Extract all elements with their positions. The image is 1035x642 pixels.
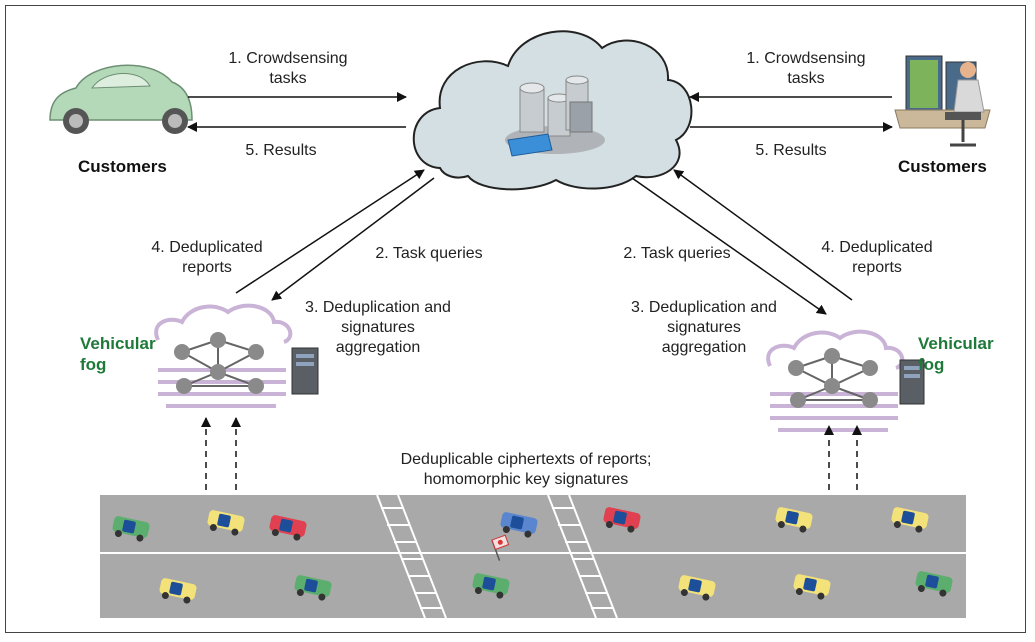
road-caption: Deduplicable ciphertexts of reports; hom… [400, 451, 652, 488]
database-icon [505, 75, 605, 157]
server-icon [291, 347, 319, 395]
diagram-frame [5, 5, 1026, 633]
car-icon [49, 64, 193, 134]
right-customers-label: Customers [898, 157, 987, 176]
road [100, 494, 966, 619]
crosswalk-left [376, 494, 447, 619]
left-results-label: 5. Results [245, 142, 317, 159]
left-dedup-sig-label: 3. Deduplication and signatures aggregat… [305, 299, 451, 356]
right-dedup-sig-label: 3. Deduplication and signatures aggregat… [631, 299, 777, 356]
workstation-icon [894, 55, 991, 147]
left-customers-label: Customers [78, 157, 167, 176]
left-crowdsensing-label: 1. Crowdsensing tasks [228, 50, 348, 87]
server-icon [899, 359, 925, 405]
arrows-diagonal [235, 169, 853, 315]
fog-node-icon [154, 303, 293, 408]
right-crowdsensing-label: 1. Crowdsensing tasks [746, 50, 866, 87]
right-dedup-reports-label: 4. Deduplicated reports [821, 239, 933, 276]
left-dedup-reports-label: 4. Deduplicated reports [151, 239, 263, 276]
flag-icon [491, 534, 510, 561]
fog-node-icon [766, 329, 905, 432]
crosswalk-right [547, 494, 618, 619]
left-task-queries-label: 2. Task queries [375, 245, 483, 262]
right-results-label: 5. Results [755, 142, 827, 159]
arrows-top [187, 92, 893, 132]
arrows-upload [201, 417, 862, 490]
left-fog-label: Vehicular fog [80, 334, 156, 374]
right-task-queries-label: 2. Task queries [623, 245, 731, 262]
right-fog-label: Vehicular fog [918, 334, 994, 374]
